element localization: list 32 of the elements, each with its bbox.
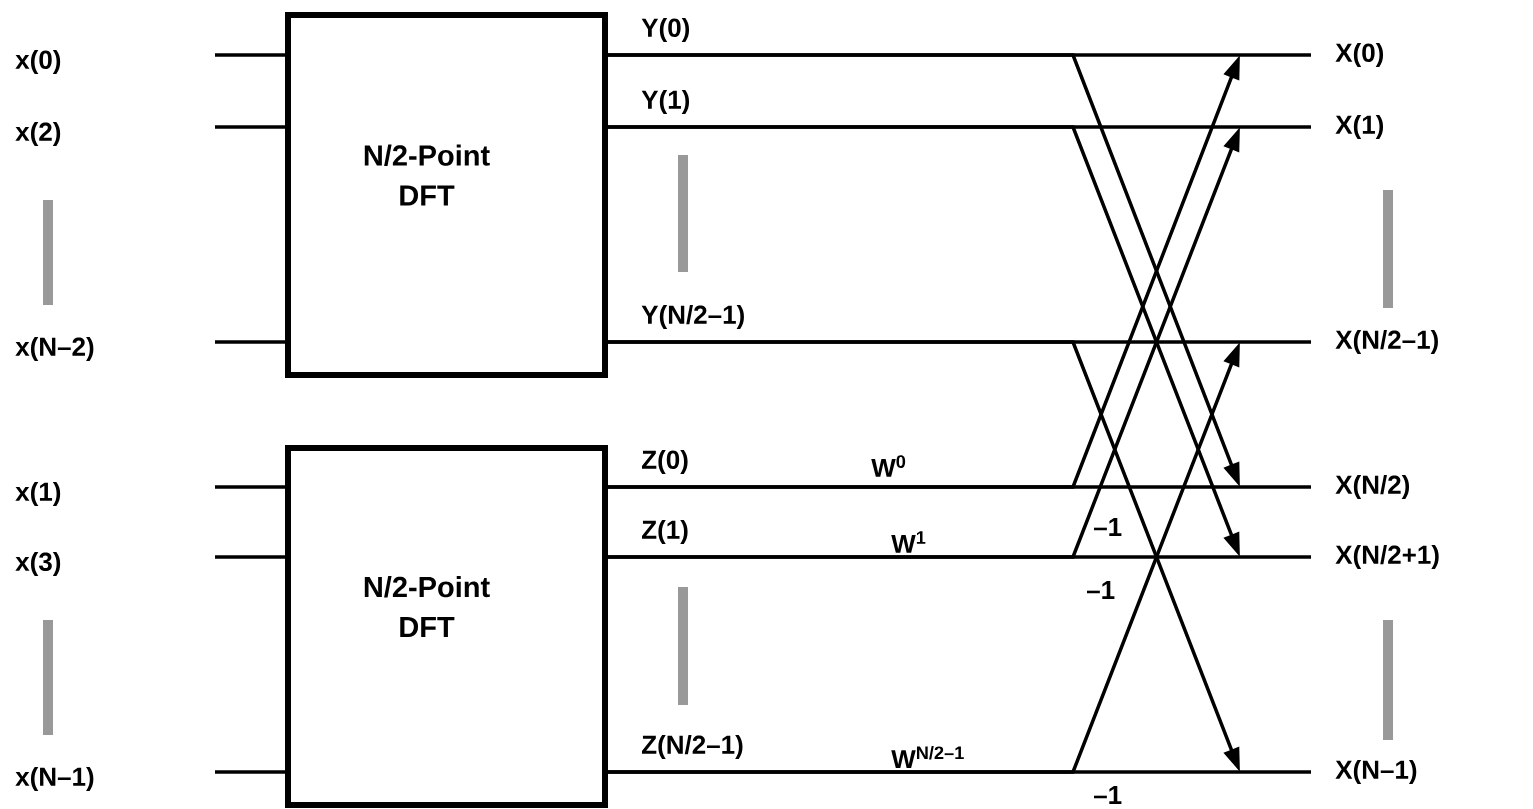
edge-label: Y(0) (641, 17, 690, 43)
multiplier-label: –1 (1094, 518, 1122, 536)
edge-label: Z(0) (642, 449, 688, 475)
multiplier-label: –1 (1087, 581, 1115, 599)
output-label: X(N–1) (1335, 759, 1417, 785)
input-label: x(1) (15, 481, 61, 507)
signal-line (215, 485, 285, 489)
signal-line (215, 770, 285, 774)
edge-label: Z(1) (642, 519, 688, 545)
dft-block: N/2-Point DFT (285, 12, 608, 378)
input-label: x(2) (15, 121, 61, 147)
twiddle-factor: W$^{N/2–1}$ (891, 745, 964, 769)
edge-label: Y(N/2–1) (641, 304, 744, 330)
output-label: X(0) (1335, 42, 1384, 68)
twiddle-factor: W$^{1}$ (891, 531, 926, 553)
edge-label: Y(1) (641, 89, 690, 115)
input-label: x(3) (15, 551, 61, 577)
output-label: X(N/2) (1335, 474, 1410, 500)
dft-block: N/2-Point DFT (285, 445, 608, 808)
twiddle-factor: W$^{0}$ (871, 455, 906, 477)
input-label: x(0) (15, 49, 61, 75)
output-label: X(N/2+1) (1335, 544, 1439, 570)
signal-line (215, 125, 285, 129)
edge-label: Z(N/2–1) (642, 734, 743, 760)
signal-line (215, 340, 285, 344)
input-label: x(N–2) (15, 336, 94, 362)
multiplier-label: –1 (1094, 786, 1122, 804)
signal-line (215, 53, 285, 57)
output-label: X(1) (1335, 114, 1384, 140)
input-label: x(N–1) (15, 766, 94, 792)
signal-line (215, 555, 285, 559)
output-label: X(N/2–1) (1335, 329, 1438, 355)
